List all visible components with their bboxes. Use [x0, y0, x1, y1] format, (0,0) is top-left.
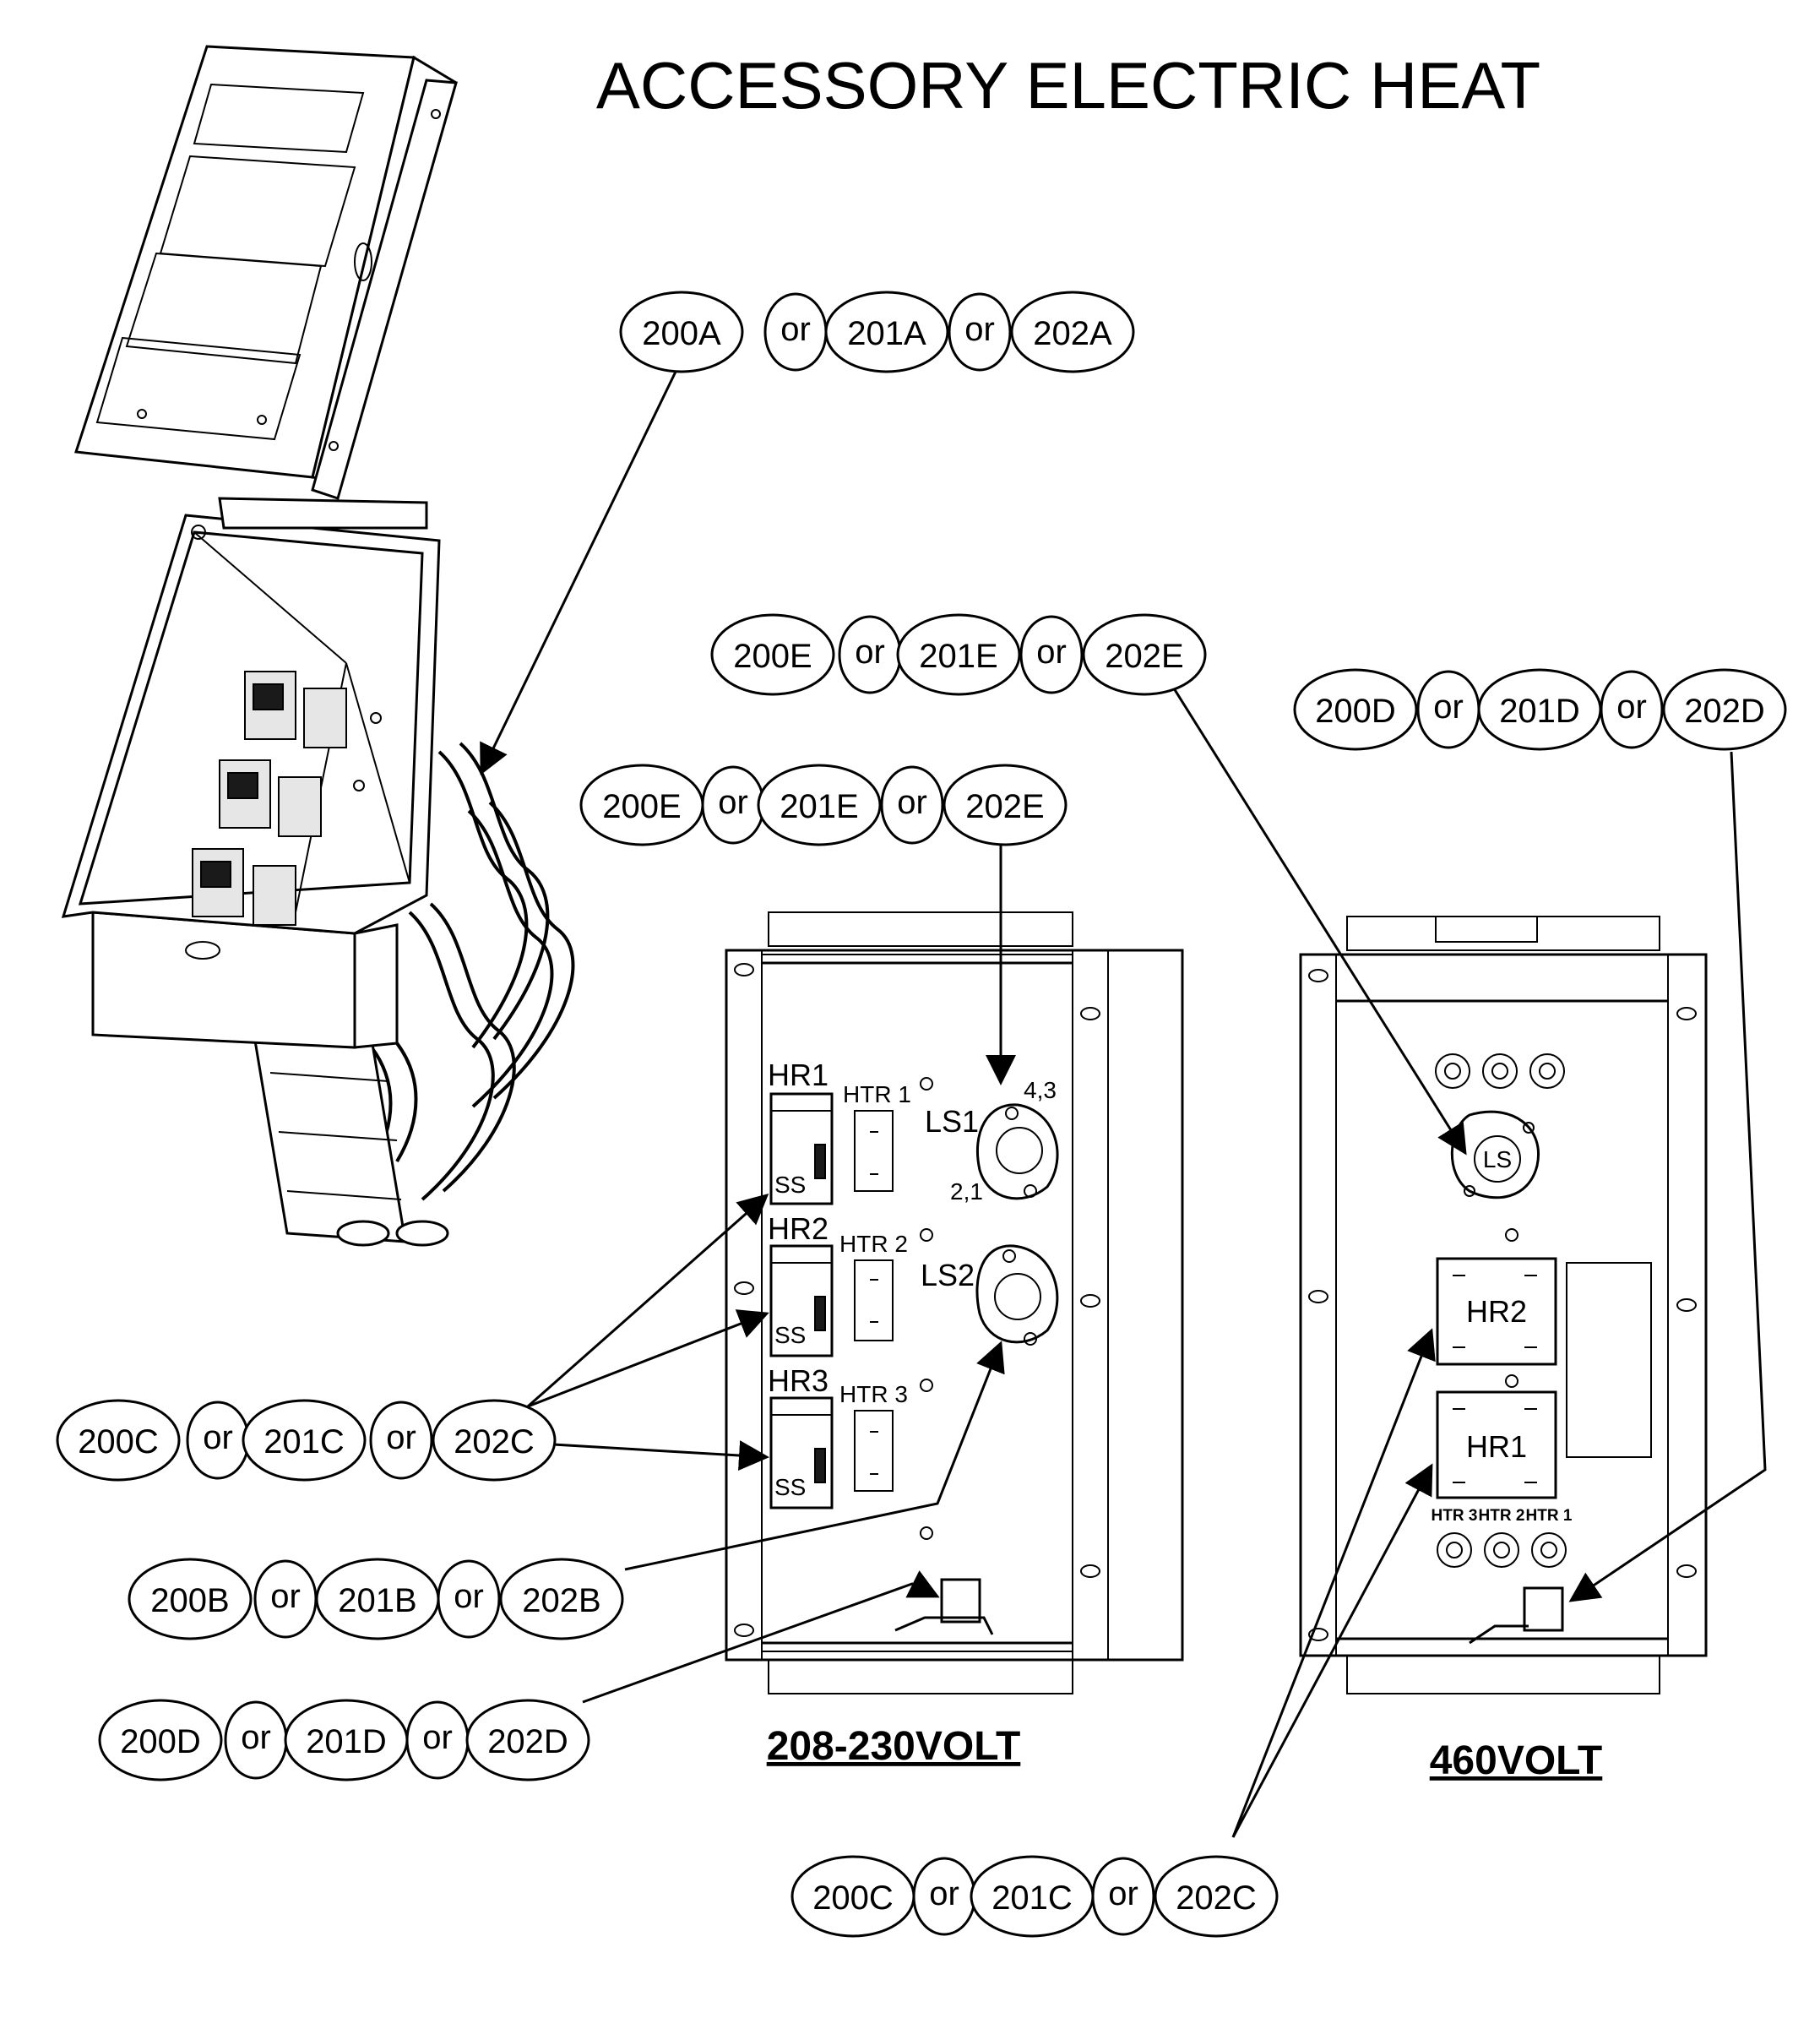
hr1-460-label: HR1: [1466, 1429, 1527, 1464]
callout-c-bottom-3: 202C: [1176, 1879, 1257, 1917]
ls1-label: LS1: [925, 1104, 979, 1139]
callout-a-top-3: 202A: [1033, 315, 1112, 352]
limit-switch-ls1: LS1 4,3 2,1: [925, 1077, 1059, 1205]
callout-e-lower-3: 202E: [965, 788, 1044, 825]
panel-208-caption: 208-230VOLT: [767, 1724, 1021, 1769]
relay-hr1-label: HR1: [768, 1058, 829, 1092]
svg-text:SS: SS: [774, 1172, 806, 1198]
callout-a-top-or1: or: [780, 311, 811, 348]
callout-d-right-3: 202D: [1684, 693, 1765, 730]
ls1-terminal-bottom: 2,1: [950, 1178, 983, 1205]
callout-d-right-or2: or: [1616, 688, 1647, 726]
callout-a-top-2: 201A: [847, 315, 926, 352]
htr2-label: HTR 2: [839, 1231, 908, 1257]
callout-d-left-or1: or: [241, 1719, 271, 1756]
callout-e-upper-or2: or: [1036, 634, 1067, 671]
hr2-460-label: HR2: [1466, 1294, 1527, 1329]
callout-c-left-1: 200C: [78, 1423, 159, 1460]
callout-b-left-3: 202B: [522, 1582, 600, 1619]
callout-e-upper-2: 201E: [919, 638, 997, 675]
callout-d-left: 200D or 201D or 202D: [98, 1699, 590, 1781]
htr1-label: HTR 1: [843, 1081, 911, 1107]
callout-c-left-3: 202C: [454, 1423, 535, 1460]
relay-hr3-label: HR3: [768, 1363, 829, 1398]
callout-d-right: 200D or 201D or 202D: [1293, 668, 1787, 751]
heater-assembly-drawing: [61, 45, 575, 1247]
heating-elements: [252, 742, 575, 1247]
callout-d-right-or1: or: [1433, 688, 1464, 726]
relay-hr2: HR2 SS: [768, 1211, 834, 1357]
callout-c-bottom: 200C or 201C or 202C: [790, 1855, 1279, 1938]
relay-hr1-460: HR1: [1436, 1390, 1557, 1499]
htr3-460-label: HTR 3: [1432, 1507, 1478, 1525]
callout-e-lower-or1: or: [718, 784, 748, 821]
relay-hr2-label: HR2: [768, 1211, 829, 1246]
callout-b-left-1: 200B: [150, 1582, 229, 1619]
panel-460: LS HR2 HR1 HTR 3 HTR 2 HTR: [1299, 916, 1708, 1783]
callout-d-left-3: 202D: [487, 1723, 568, 1760]
callout-c-left-2: 201C: [263, 1423, 345, 1460]
callout-e-upper-1: 200E: [733, 638, 812, 675]
limit-switch-ls: LS: [1450, 1110, 1540, 1242]
callout-e-lower-or2: or: [897, 784, 927, 821]
callout-c-left-or2: or: [386, 1419, 416, 1456]
callout-c-bottom-or2: or: [1108, 1875, 1138, 1912]
heater-terminals-208: HTR 1 HTR 2 HTR 3: [839, 1077, 933, 1540]
callout-c-left-or1: or: [203, 1419, 233, 1456]
relay-hr2-460: HR2: [1436, 1257, 1557, 1366]
panel-460-caption: 460VOLT: [1430, 1738, 1603, 1783]
leader-lines: [480, 371, 1767, 1838]
callout-b-left-2: 201B: [338, 1582, 416, 1619]
callout-e-lower-1: 200E: [602, 788, 681, 825]
callout-d-right-1: 200D: [1315, 693, 1396, 730]
svg-text:SS: SS: [774, 1474, 806, 1500]
callout-c-bottom-2: 201C: [991, 1879, 1073, 1917]
callout-b-left: 200B or 201B or 202B: [128, 1558, 624, 1640]
callout-a-top: 200A or 201A or 202A: [619, 291, 1135, 373]
top-cover: [74, 45, 458, 500]
callout-d-left-1: 200D: [120, 1723, 201, 1760]
callout-c-left: 200C or 201C or 202C: [56, 1399, 557, 1482]
callout-e-upper-or1: or: [855, 634, 885, 671]
htr1-460-label: HTR 1: [1526, 1507, 1573, 1525]
ls2-label: LS2: [921, 1258, 975, 1292]
callout-d-right-2: 201D: [1499, 693, 1580, 730]
heater-terminals-460: HTR 3 HTR 2 HTR 1: [1432, 1507, 1573, 1568]
callout-d-left-or2: or: [422, 1719, 453, 1756]
callout-a-top-or2: or: [964, 311, 995, 348]
callout-b-left-or1: or: [270, 1578, 301, 1615]
ls1-terminal-top: 4,3: [1024, 1077, 1057, 1103]
ls-label: LS: [1483, 1146, 1512, 1172]
relay-hr3: HR3 SS: [768, 1363, 834, 1509]
htr2-460-label: HTR 2: [1479, 1507, 1525, 1525]
callout-e-upper: 200E or 201E or 202E: [710, 613, 1207, 696]
limit-switch-ls2: LS2: [921, 1244, 1059, 1346]
callout-c-bottom-or1: or: [929, 1875, 959, 1912]
callout-c-bottom-1: 200C: [812, 1879, 894, 1917]
callout-e-lower-2: 201E: [780, 788, 858, 825]
callout-a-top-1: 200A: [642, 315, 721, 352]
callout-d-left-2: 201D: [306, 1723, 387, 1760]
svg-text:SS: SS: [774, 1322, 806, 1348]
relay-hr1: HR1 SS: [768, 1058, 834, 1205]
callout-e-upper-3: 202E: [1105, 638, 1183, 675]
callout-b-left-or2: or: [454, 1578, 484, 1615]
top-terminal-lugs: [1435, 1053, 1565, 1089]
htr3-label: HTR 3: [839, 1381, 908, 1407]
control-box: [61, 497, 441, 1049]
callout-e-lower: 200E or 201E or 202E: [579, 764, 1068, 846]
diagram-title: ACCESSORY ELECTRIC HEAT: [596, 48, 1540, 122]
panel-208-230: HR1 SS HR2 SS HR3 SS HTR 1 HTR: [725, 911, 1184, 1769]
